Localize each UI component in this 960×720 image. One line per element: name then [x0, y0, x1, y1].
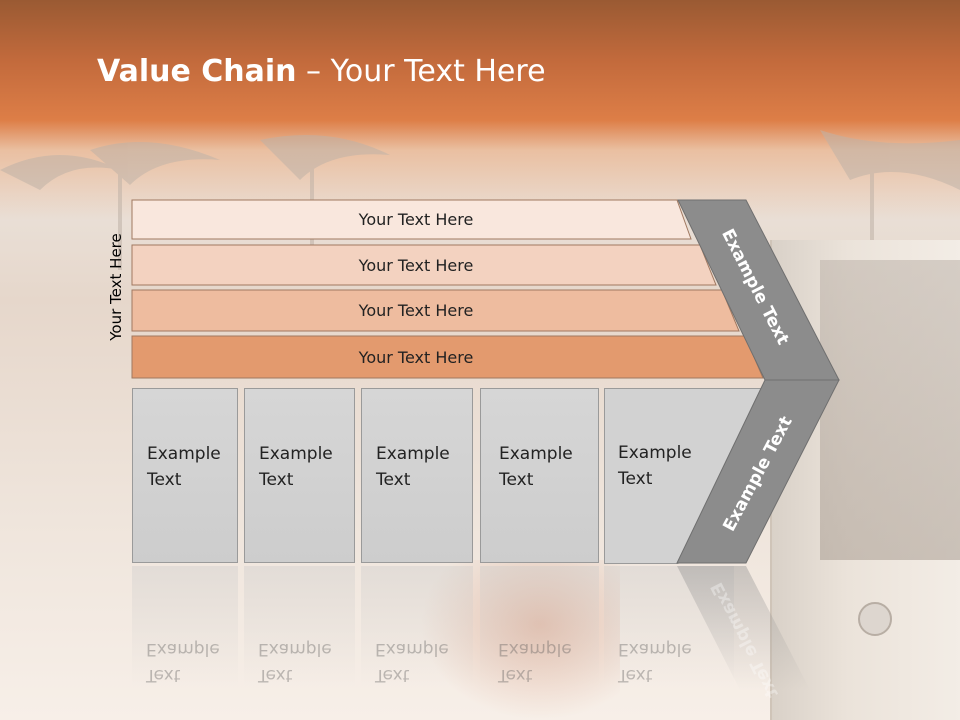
- box-3-line1: Example: [376, 444, 450, 464]
- box-4-reflection-line2: Text: [498, 665, 533, 685]
- car-fuel-cap-image: [858, 602, 892, 636]
- box-3-reflection-line1: Example: [375, 639, 449, 659]
- box-2-line1: Example: [259, 444, 333, 464]
- box-2-reflection-text: Text Example: [258, 636, 332, 688]
- palm-trees-image: [0, 130, 960, 270]
- bar-2[interactable]: Your Text Here: [131, 244, 717, 286]
- box-1-reflection-line1: Example: [146, 639, 220, 659]
- side-label-text: Your Text Here: [107, 233, 125, 341]
- slide-title: Value Chain – Your Text Here: [97, 54, 546, 89]
- box-4-line2: Text: [499, 470, 534, 490]
- bar-3-label: Your Text Here: [358, 301, 474, 320]
- bar-4-label: Your Text Here: [358, 347, 474, 367]
- box-3-line2: Text: [376, 470, 411, 490]
- box-5-line2: Text: [618, 469, 653, 489]
- bar-1[interactable]: Your Text Here: [131, 199, 692, 240]
- title-bold: Value Chain: [97, 54, 297, 89]
- box-3-reflection: Text Example: [361, 566, 473, 686]
- title-rest: – Your Text Here: [296, 54, 546, 89]
- box-1-reflection: Text Example: [132, 566, 238, 686]
- bar-2-label: Your Text Here: [358, 255, 474, 275]
- box-4-line1: Example: [499, 444, 573, 464]
- box-4-reflection-line1: Example: [498, 639, 572, 659]
- box-5-reflection-text: Text Example: [618, 636, 692, 688]
- box-3-reflection-line2: Text: [375, 665, 410, 685]
- arm-image: [420, 560, 620, 720]
- box-5-reflection-line2: Text: [618, 665, 653, 685]
- bar-1-label: Your Text Here: [358, 210, 474, 229]
- box-2-reflection-line1: Example: [258, 639, 332, 659]
- box-5-reflection-line1: Example: [618, 639, 692, 659]
- box-2-reflection: Text Example: [244, 566, 355, 686]
- box-2-line2: Text: [259, 470, 294, 490]
- box-2-reflection-line2: Text: [258, 665, 293, 685]
- box-1-reflection-line2: Text: [146, 665, 181, 685]
- box-1-line2: Text: [147, 470, 182, 490]
- box-4-reflection: Text Example: [480, 566, 599, 686]
- bar-4[interactable]: Your Text Here: [131, 335, 764, 379]
- box-1-reflection-text: Text Example: [146, 636, 220, 688]
- box-5-line1: Example: [618, 443, 692, 463]
- box-1-line1: Example: [147, 444, 221, 464]
- box-3-reflection-text: Text Example: [375, 636, 449, 688]
- box-4-reflection-text: Text Example: [498, 636, 572, 688]
- car-window-image: [820, 260, 960, 560]
- bar-3[interactable]: Your Text Here: [131, 289, 740, 332]
